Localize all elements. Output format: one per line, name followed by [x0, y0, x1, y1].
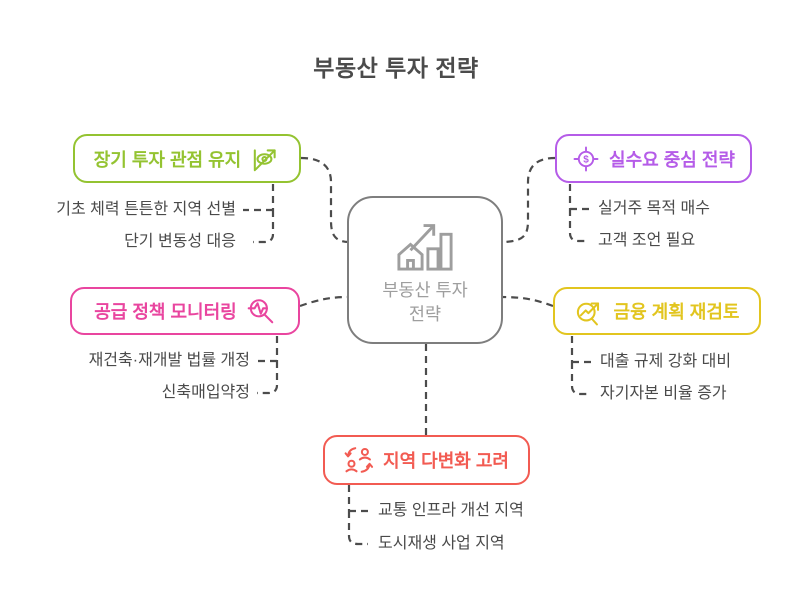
leaf-item: 자기자본 비율 증가	[600, 385, 727, 402]
leaf-item: 단기 변동성 대응	[124, 233, 236, 250]
pulse-magnifier-icon	[246, 296, 276, 326]
connector-longterm-leaves	[243, 184, 275, 244]
branch-node-finance-plan: 금융 계획 재검토	[553, 287, 761, 335]
trend-magnifier-icon	[575, 296, 605, 326]
leaf-item: 신축매입약정	[161, 384, 250, 401]
house-growth-chart-icon	[393, 214, 457, 272]
connector-longterm-center	[300, 156, 351, 244]
connector-supply-center	[299, 295, 351, 308]
connector-finance-leaves	[570, 336, 594, 396]
connector-demand-leaves	[568, 184, 592, 243]
leaf-item: 실거주 목적 매수	[598, 200, 710, 217]
branch-label: 금융 계획 재검토	[613, 302, 740, 322]
branch-node-region-diversify: 지역 다변화 고려	[323, 435, 530, 485]
leaf-item: 대출 규제 강화 대비	[600, 353, 732, 370]
diagram-title: 부동산 투자 전략	[313, 55, 479, 81]
branch-label: 공급 정책 모니터링	[94, 302, 237, 322]
leaf-item: 재건축·재개발 법률 개정	[88, 352, 250, 369]
leaf-item: 기초 체력 튼튼한 지역 선별	[56, 201, 236, 218]
connector-supply-leaves	[254, 336, 279, 395]
leaf-item: 도시재생 사업 지역	[378, 535, 505, 552]
dollar-target-icon: $	[572, 145, 600, 173]
people-swap-icon	[344, 445, 374, 475]
branch-node-long-term-view: 장기 투자 관점 유지	[73, 134, 301, 183]
branch-label: 실수요 중심 전략	[609, 149, 735, 170]
center-node: 부동산 투자 전략	[347, 196, 503, 344]
center-label-line1: 부동산 투자	[382, 280, 468, 300]
branch-node-real-demand: $ 실수요 중심 전략	[555, 134, 752, 183]
branch-label: 장기 투자 관점 유지	[93, 149, 242, 170]
connector-demand-center	[499, 156, 556, 244]
eye-trend-icon	[250, 144, 280, 174]
branch-label: 지역 다변화 고려	[383, 451, 509, 471]
svg-text:$: $	[583, 154, 589, 165]
leaf-item: 고객 조언 필요	[598, 232, 696, 249]
branch-node-supply-policy: 공급 정책 모니터링	[70, 287, 300, 335]
connector-finance-center	[499, 295, 554, 308]
leaf-item: 교통 인프라 개선 지역	[378, 502, 524, 519]
connector-region-leaves	[347, 485, 371, 546]
center-label-line2: 전략	[408, 304, 442, 324]
